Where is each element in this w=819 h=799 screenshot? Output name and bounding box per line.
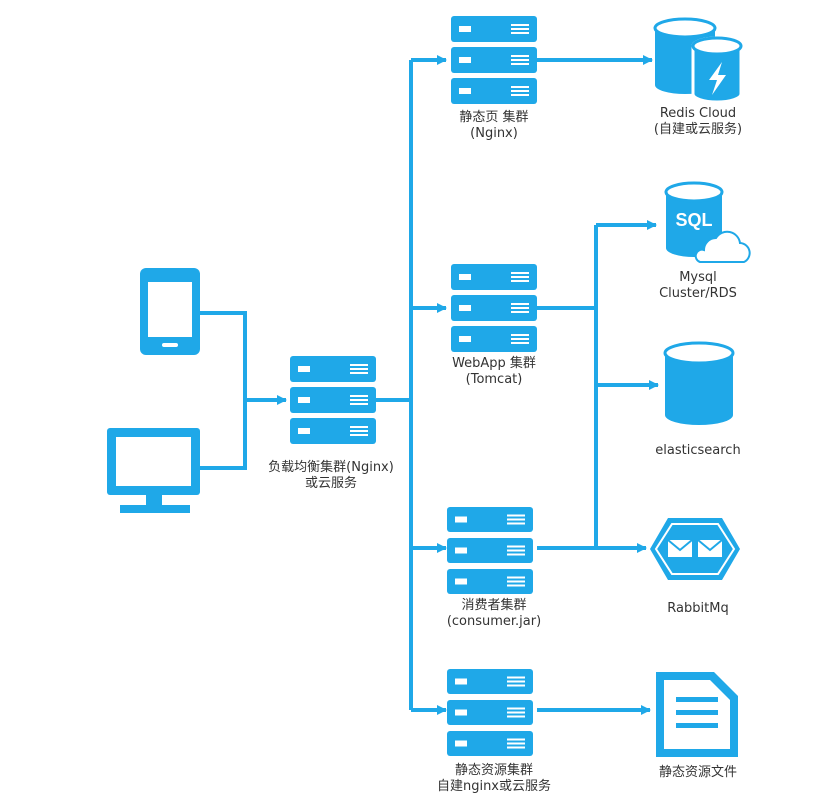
- redis-label: Redis Cloud (自建或云服务): [623, 106, 773, 138]
- webapp-cluster-subtitle: (Tomcat): [465, 372, 523, 387]
- elasticsearch-name: elasticsearch: [655, 443, 741, 458]
- server-unit: [290, 356, 376, 382]
- server-unit: [447, 700, 533, 725]
- server-unit: [451, 264, 537, 290]
- consumer-cluster-label: 消费者集群 (consumer.jar): [419, 598, 569, 630]
- desktop-monitor-icon: [107, 428, 200, 513]
- static-page-cluster-label: 静态页 集群 (Nginx): [419, 110, 569, 142]
- static-page-cluster-subtitle: (Nginx): [470, 126, 518, 141]
- webapp-cluster-name: WebApp 集群: [452, 356, 536, 371]
- static-files-name: 静态资源文件: [658, 765, 737, 780]
- redis-name: Redis Cloud: [659, 106, 737, 121]
- server-unit: [447, 731, 533, 756]
- static-page-cluster-name: 静态页 集群: [459, 110, 529, 125]
- load-balancer-name: 负载均衡集群(Nginx): [268, 460, 394, 475]
- server-unit: [451, 295, 537, 321]
- webapp-cluster-label: WebApp 集群 (Tomcat): [419, 356, 569, 388]
- phone-to-lb-connector: [200, 311, 247, 400]
- server-stacks: [290, 16, 537, 756]
- message-queue-icon: [650, 518, 740, 580]
- server-unit: [447, 669, 533, 694]
- server-unit: [290, 387, 376, 413]
- webapp-server-stack: [451, 264, 537, 352]
- mysql-name: Mysql: [679, 270, 717, 285]
- mysql-subtitle: Cluster/RDS: [659, 286, 737, 301]
- static-resource-server-stack: [447, 669, 533, 756]
- static-resource-cluster-label: 静态资源集群 自建nginx或云服务: [409, 763, 579, 795]
- server-unit: [447, 538, 533, 563]
- mysql-label: Mysql Cluster/RDS: [623, 270, 773, 302]
- database-lightning-icon: [653, 17, 743, 104]
- server-unit: [290, 418, 376, 444]
- server-unit: [447, 507, 533, 532]
- load-balancer-subtitle: 或云服务: [304, 476, 357, 491]
- static-resource-cluster-subtitle: 自建nginx或云服务: [436, 779, 552, 794]
- server-unit: [451, 16, 537, 42]
- sql-badge: SQL: [675, 210, 712, 230]
- rabbitmq-name: RabbitMq: [667, 601, 729, 616]
- static-resource-cluster-name: 静态资源集群: [454, 763, 533, 778]
- connector-lines: [200, 55, 659, 715]
- mobile-phone-icon: [140, 268, 200, 355]
- server-unit: [451, 47, 537, 73]
- monitor-to-lb-connector: [200, 400, 247, 470]
- database-icon: [663, 341, 735, 425]
- consumer-cluster-subtitle: (consumer.jar): [446, 614, 542, 629]
- server-unit: [451, 326, 537, 352]
- server-unit: [447, 569, 533, 594]
- elasticsearch-label: elasticsearch: [623, 443, 773, 459]
- database-sql-cloud-icon: SQL: [664, 181, 751, 263]
- rabbitmq-label: RabbitMq: [623, 601, 773, 617]
- document-icon: [656, 672, 738, 757]
- load-balancer-label: 负载均衡集群(Nginx) 或云服务: [256, 460, 406, 492]
- server-unit: [451, 78, 537, 104]
- static-files-label: 静态资源文件: [623, 765, 773, 781]
- consumer-server-stack: [447, 507, 533, 594]
- load-balancer-server-stack: [290, 356, 376, 444]
- consumer-cluster-name: 消费者集群: [461, 598, 527, 613]
- static-page-server-stack: [451, 16, 537, 104]
- redis-subtitle: (自建或云服务): [653, 122, 743, 137]
